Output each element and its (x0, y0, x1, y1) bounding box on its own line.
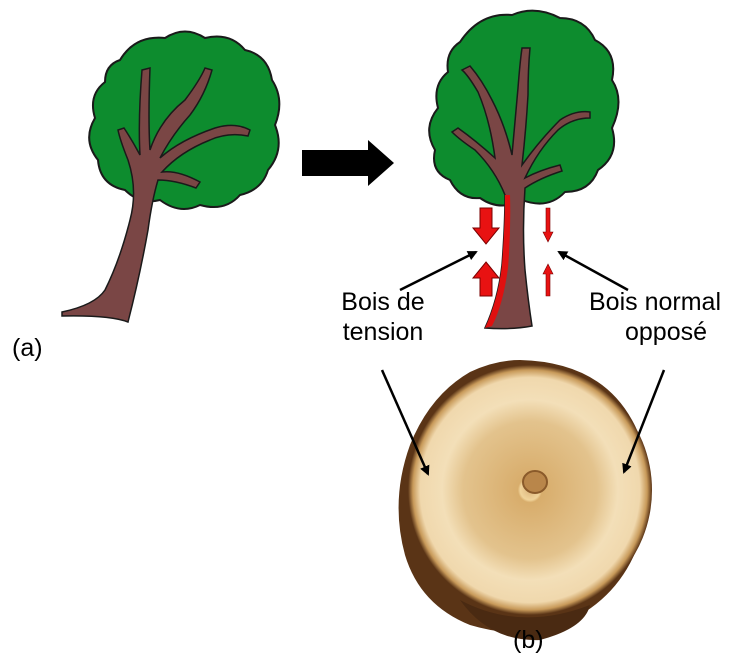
compression-arrows-icon (473, 208, 499, 296)
pointer-arrow-opposite (559, 252, 628, 290)
tension-wood-label-line1: Bois de (318, 287, 448, 317)
bent-tree-left (62, 32, 279, 323)
opposite-wood-label-line1: Bois normal (577, 287, 733, 317)
panel-b-label: (b) (513, 625, 544, 655)
wood-cross-section-photo (399, 360, 652, 640)
tension-wood-label: Bois de tension (318, 287, 448, 347)
tension-arrows-icon (543, 208, 553, 296)
opposite-wood-label-line2: opposé (577, 317, 733, 347)
panel-a-label: (a) (12, 333, 43, 363)
pith (523, 471, 547, 493)
opposite-wood-label: Bois normal opposé (577, 287, 733, 347)
pointer-arrow-tension (400, 252, 476, 290)
right-arrow-icon (302, 140, 394, 186)
tension-wood-label-line2: tension (318, 317, 448, 347)
straightened-tree-right (429, 11, 618, 329)
